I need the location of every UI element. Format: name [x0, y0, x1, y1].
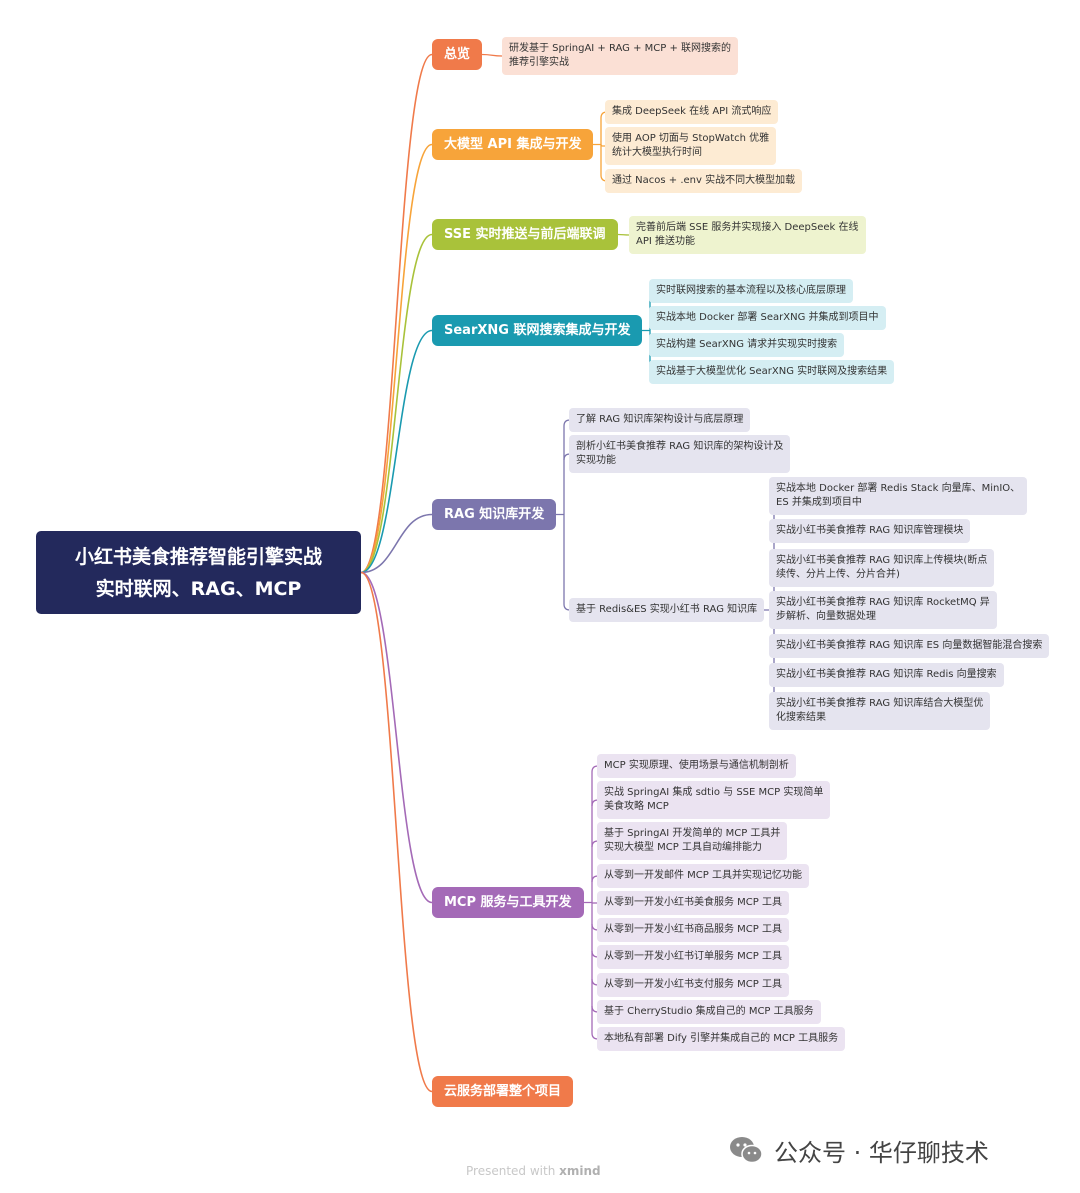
watermark-text: 公众号 · 华仔聊技术 [774, 1138, 989, 1167]
connector-line [556, 426, 565, 604]
subleaf-rag-7[interactable]: 实战小红书美食推荐 RAG 知识库结合大模型优化搜索结果 [769, 692, 991, 730]
root-title-line1: 小红书美食推荐智能引擎实战 [74, 546, 322, 568]
root-title-line2: 实时联网、RAG、MCP [95, 578, 302, 600]
connector-line [360, 143, 433, 574]
leaf-llm-api-3[interactable]: 通过 Nacos + .env 实战不同大模型加载 [605, 169, 803, 193]
connector-line [360, 571, 433, 1093]
leaf-mcp-7[interactable]: 从零到一开发小红书订单服务 MCP 工具 [597, 945, 789, 969]
leaf-mcp-3[interactable]: 基于 SpringAI 开发简单的 MCP 工具并实现大模型 MCP 工具自动编… [597, 822, 788, 860]
connector-line [360, 53, 433, 574]
xmind-brand: xmind [559, 1164, 601, 1178]
presented-with-xmind: Presented with xmind [466, 1164, 601, 1178]
root-topic[interactable]: 小红书美食推荐智能引擎实战 实时联网、RAG、MCP [36, 531, 361, 614]
leaf-rag-1[interactable]: 了解 RAG 知识库架构设计与底层原理 [569, 408, 751, 432]
branch-sse[interactable]: SSE 实时推送与前后端联调 [432, 219, 618, 250]
subleaf-rag-6[interactable]: 实战小红书美食推荐 RAG 知识库 Redis 向量搜索 [769, 663, 1004, 687]
connector-line [360, 513, 433, 574]
leaf-mcp-4[interactable]: 从零到一开发邮件 MCP 工具并实现记忆功能 [597, 864, 809, 888]
leaf-searxng-2[interactable]: 实战本地 Docker 部署 SearXNG 并集成到项目中 [649, 306, 886, 330]
connector-line [360, 571, 433, 904]
leaf-rag-3[interactable]: 基于 Redis&ES 实现小红书 RAG 知识库 [569, 598, 765, 622]
leaf-llm-api-2[interactable]: 使用 AOP 切面与 StopWatch 优雅统计大模型执行时间 [605, 127, 777, 165]
connector-line [360, 329, 433, 574]
branch-llm-api[interactable]: 大模型 API 集成与开发 [432, 129, 594, 160]
subleaf-rag-3[interactable]: 实战小红书美食推荐 RAG 知识库上传模块(断点续传、分片上传、分片合并) [769, 549, 995, 587]
leaf-mcp-8[interactable]: 从零到一开发小红书支付服务 MCP 工具 [597, 973, 789, 997]
leaf-mcp-10[interactable]: 本地私有部署 Dify 引擎并集成自己的 MCP 工具服务 [597, 1027, 846, 1051]
subleaf-rag-2[interactable]: 实战小红书美食推荐 RAG 知识库管理模块 [769, 519, 971, 543]
connector-line [360, 233, 433, 574]
leaf-llm-api-1[interactable]: 集成 DeepSeek 在线 API 流式响应 [605, 100, 779, 124]
leaf-mcp-2[interactable]: 实战 SpringAI 集成 sdtio 与 SSE MCP 实现简单美食攻略 … [597, 781, 831, 819]
leaf-searxng-3[interactable]: 实战构建 SearXNG 请求并实现实时搜索 [649, 333, 845, 357]
branch-rag[interactable]: RAG 知识库开发 [432, 499, 557, 530]
watermark: 公众号 · 华仔聊技术 [728, 1130, 989, 1170]
branch-searxng[interactable]: SearXNG 联网搜索集成与开发 [432, 315, 643, 346]
connector-line [584, 772, 593, 1033]
wechat-icon [730, 1137, 763, 1164]
leaf-mcp-6[interactable]: 从零到一开发小红书商品服务 MCP 工具 [597, 918, 789, 942]
leaf-searxng-1[interactable]: 实时联网搜索的基本流程以及核心底层原理 [649, 279, 853, 303]
connector-line [481, 53, 503, 57]
presented-prefix: Presented with [466, 1164, 560, 1178]
subleaf-rag-1[interactable]: 实战本地 Docker 部署 Redis Stack 向量库、MinIO、ES … [769, 477, 1028, 515]
subleaf-rag-5[interactable]: 实战小红书美食推荐 RAG 知识库 ES 向量数据智能混合搜索 [769, 634, 1050, 658]
leaf-mcp-1[interactable]: MCP 实现原理、使用场景与通信机制剖析 [597, 754, 796, 778]
branch-cloud-deploy[interactable]: 云服务部署整个项目 [432, 1076, 574, 1107]
leaf-mcp-9[interactable]: 基于 CherryStudio 集成自己的 MCP 工具服务 [597, 1000, 821, 1024]
connector-line [593, 118, 602, 175]
leaf-rag-2[interactable]: 剖析小红书美食推荐 RAG 知识库的架构设计及实现功能 [569, 435, 791, 473]
connector-line [617, 233, 630, 236]
leaf-overview-1[interactable]: 研发基于 SpringAI + RAG + MCP + 联网搜索的推荐引擎实战 [502, 37, 739, 75]
branch-mcp[interactable]: MCP 服务与工具开发 [432, 887, 584, 918]
subleaf-rag-4[interactable]: 实战小红书美食推荐 RAG 知识库 RocketMQ 异步解析、向量数据处理 [769, 591, 997, 629]
leaf-mcp-5[interactable]: 从零到一开发小红书美食服务 MCP 工具 [597, 891, 789, 915]
leaf-searxng-4[interactable]: 实战基于大模型优化 SearXNG 实时联网及搜索结果 [649, 360, 895, 384]
branch-overview[interactable]: 总览 [432, 39, 483, 70]
